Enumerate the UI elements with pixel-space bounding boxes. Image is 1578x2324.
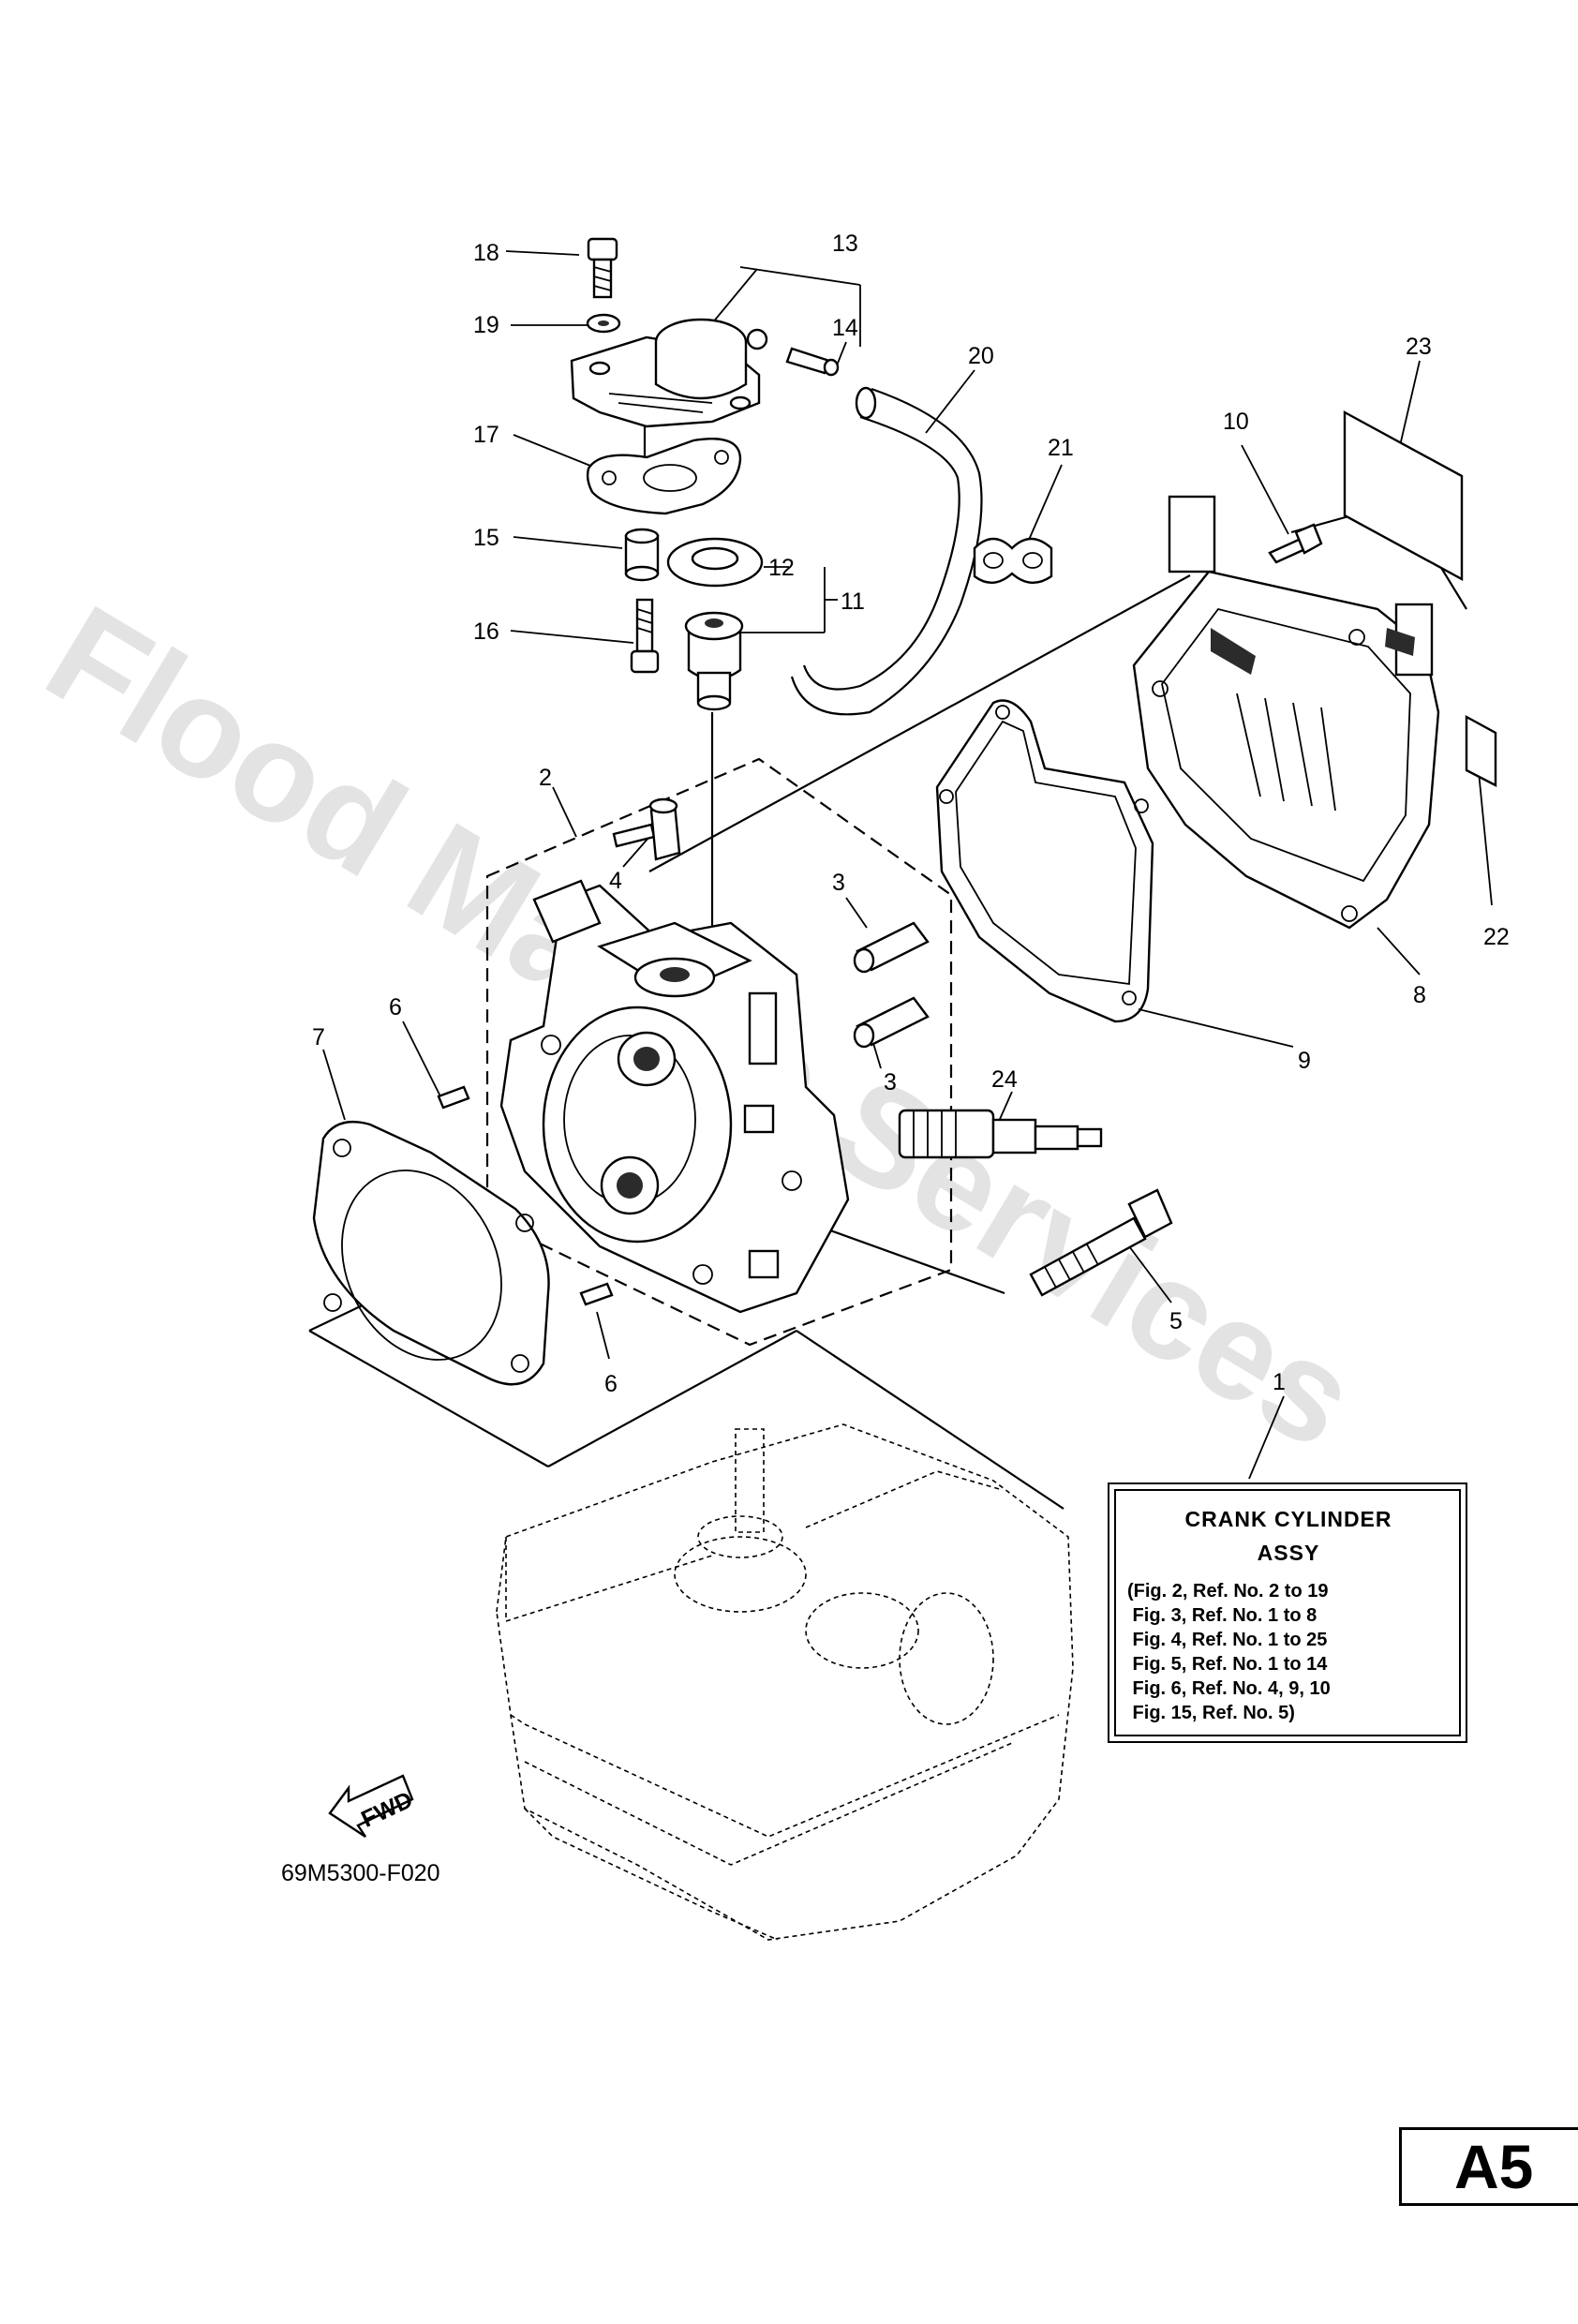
assembly-title-line2: ASSY (1257, 1541, 1320, 1565)
part-8-cylinder-head-cover (1132, 495, 1440, 930)
part-21-clip (973, 537, 1053, 584)
part-7-head-gasket (312, 1120, 550, 1386)
part-23-label-plate (1343, 410, 1464, 582)
figure-code: 69M5300-F020 (281, 1860, 440, 1886)
callout-12: 12 (768, 555, 795, 581)
part-15-collar (624, 528, 660, 582)
assembly-title-line1: CRANK CYLINDER (1184, 1507, 1392, 1531)
callout-22: 22 (1483, 924, 1510, 950)
part-2-cylinder-head (499, 879, 850, 1314)
callout-6b: 6 (604, 1371, 618, 1397)
leader-lines (322, 250, 1493, 1480)
assembly-reference: Fig. 15, Ref. No. 5) (1127, 1703, 1295, 1723)
part-11-thermostat (684, 611, 744, 711)
part-12-seal (666, 537, 764, 588)
callout-24: 24 (991, 1066, 1018, 1093)
callout-2: 2 (539, 765, 552, 791)
callout-3a: 3 (832, 870, 845, 896)
part-1-crankcase (496, 1423, 1074, 1941)
assembly-reference: Fig. 6, Ref. No. 4, 9, 10 (1127, 1678, 1331, 1699)
part-20-hose (790, 386, 983, 716)
callout-13: 13 (832, 231, 858, 257)
page-code-tab: A5 (1399, 2127, 1578, 2206)
part-3-dowel-pins (853, 921, 930, 1049)
assembly-reference: (Fig. 2, Ref. No. 2 to 19 (1127, 1581, 1329, 1601)
callout-11: 11 (841, 588, 865, 615)
callout-4: 4 (609, 868, 622, 894)
assembly-reference: Fig. 3, Ref. No. 1 to 8 (1127, 1605, 1317, 1626)
assembly-note-box: CRANK CYLINDER ASSY (Fig. 2, Ref. No. 2 … (1108, 1482, 1467, 1743)
callout-numbers: 1 2 3 3 4 5 6 6 7 8 9 10 11 12 13 14 15 … (312, 231, 1510, 1397)
callout-19: 19 (473, 312, 499, 338)
fwd-arrow: FWD (328, 1774, 417, 1839)
part-17-gasket (586, 438, 742, 515)
callout-8: 8 (1413, 982, 1426, 1008)
callout-9: 9 (1298, 1048, 1311, 1074)
callout-21: 21 (1048, 435, 1074, 461)
callout-14: 14 (832, 315, 858, 341)
part-24-spark-plug (898, 1109, 1103, 1159)
callout-3b: 3 (884, 1069, 897, 1095)
part-4-nipple (612, 797, 681, 861)
part-13-thermostat-cover (570, 318, 768, 428)
part-22-plate (1465, 714, 1497, 787)
assembly-note-inner: CRANK CYLINDER ASSY (Fig. 2, Ref. No. 2 … (1114, 1489, 1461, 1736)
callout-10: 10 (1223, 409, 1249, 435)
part-18-bolt (587, 237, 618, 299)
part-5-bolt (1029, 1188, 1173, 1297)
callout-20: 20 (968, 343, 994, 369)
callout-16: 16 (473, 618, 499, 645)
part-10-bolt (1268, 523, 1323, 564)
assembly-reference: Fig. 5, Ref. No. 1 to 14 (1127, 1654, 1328, 1675)
callout-18: 18 (473, 240, 499, 266)
part-14-pipe-fitting (785, 347, 840, 377)
assembly-reference-list: (Fig. 2, Ref. No. 2 to 19 Fig. 3, Ref. N… (1127, 1579, 1450, 1725)
assembly-reference: Fig. 4, Ref. No. 1 to 25 (1127, 1630, 1328, 1650)
callout-23: 23 (1406, 334, 1432, 360)
part-16-bolt (630, 598, 660, 674)
callout-6a: 6 (389, 994, 402, 1020)
callout-1: 1 (1273, 1369, 1286, 1395)
callout-15: 15 (473, 525, 499, 551)
callout-7: 7 (312, 1024, 325, 1050)
callout-17: 17 (473, 422, 499, 448)
part-9-gasket (935, 699, 1154, 1023)
callout-5: 5 (1169, 1308, 1183, 1334)
part-6-dowel-pins (437, 1085, 614, 1306)
